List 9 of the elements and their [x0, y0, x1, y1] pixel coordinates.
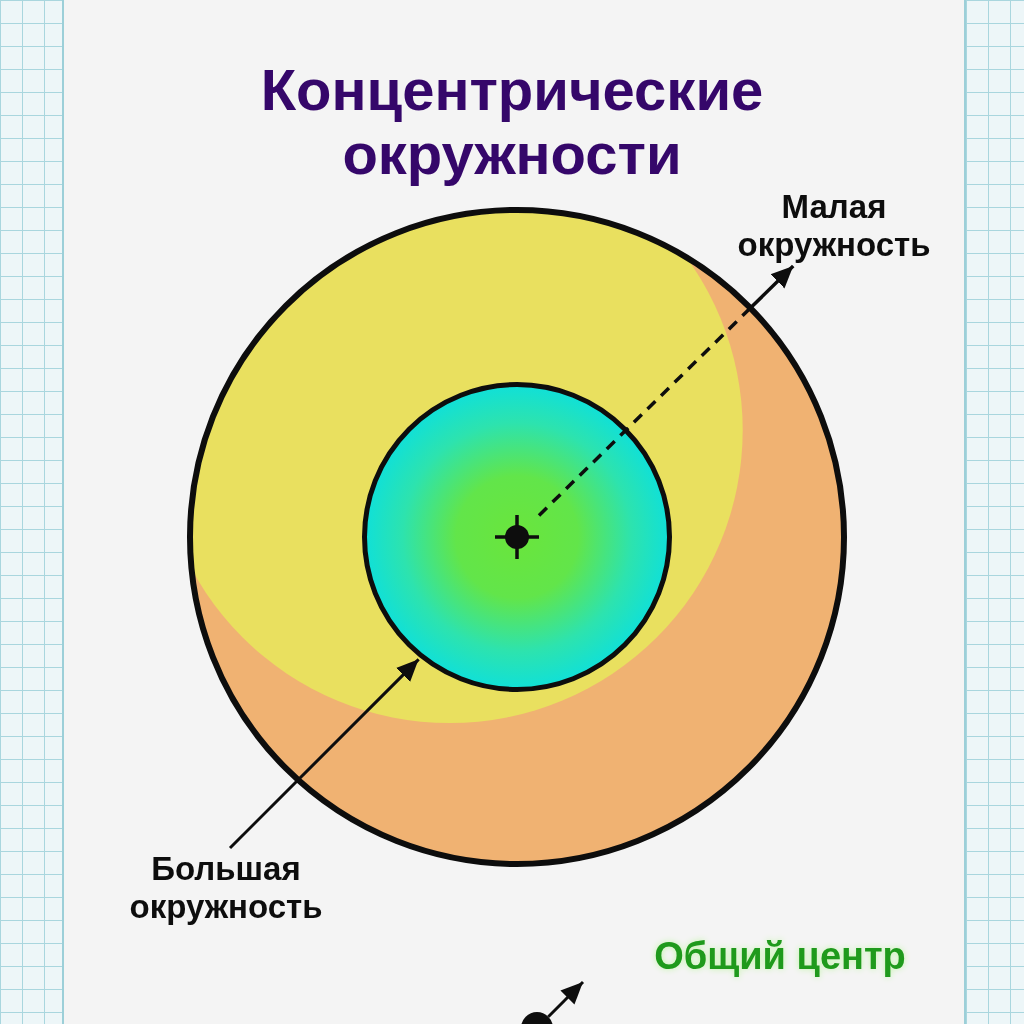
arrow: [228, 658, 420, 850]
circle-label: Большая окружность: [106, 848, 346, 928]
small-circle: [362, 382, 672, 692]
title: Концентрические окружности: [259, 58, 765, 186]
center-point-marker: [495, 515, 539, 559]
arrow: [547, 980, 585, 1018]
dashed-arrow: [537, 264, 795, 517]
circle-label: Малая окружность: [718, 186, 950, 266]
center-label: Общий центр: [653, 934, 907, 978]
